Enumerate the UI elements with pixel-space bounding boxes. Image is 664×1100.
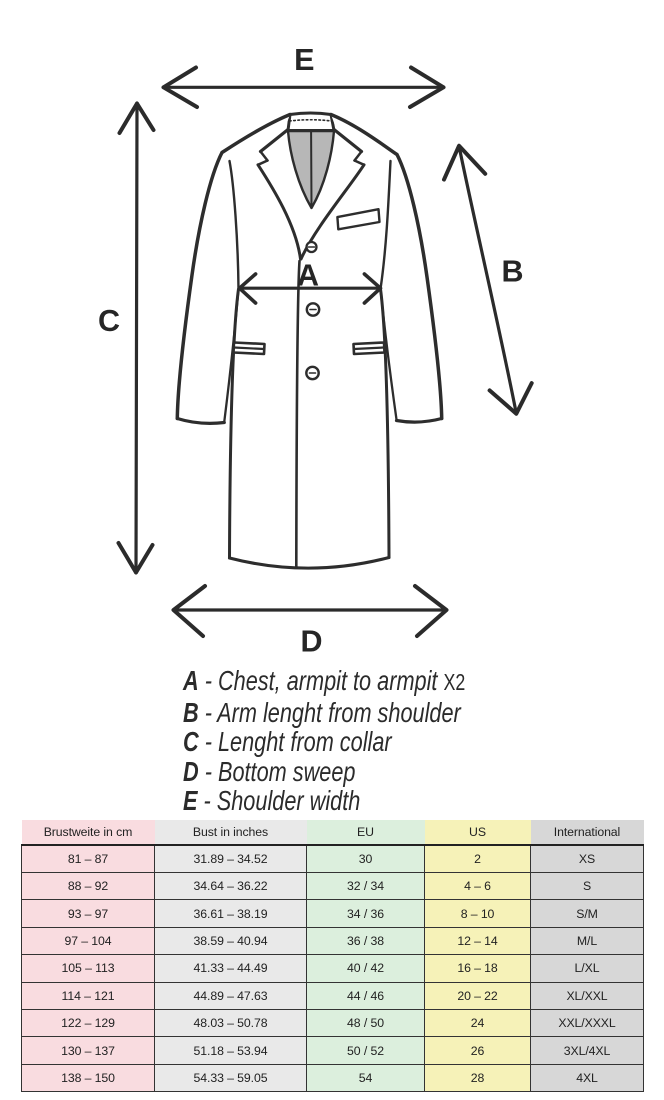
- svg-text:B: B: [501, 255, 523, 289]
- svg-text:C: C: [98, 304, 120, 338]
- svg-text:D: D: [300, 625, 322, 659]
- svg-text:A: A: [297, 258, 319, 292]
- svg-text:E: E: [294, 43, 314, 77]
